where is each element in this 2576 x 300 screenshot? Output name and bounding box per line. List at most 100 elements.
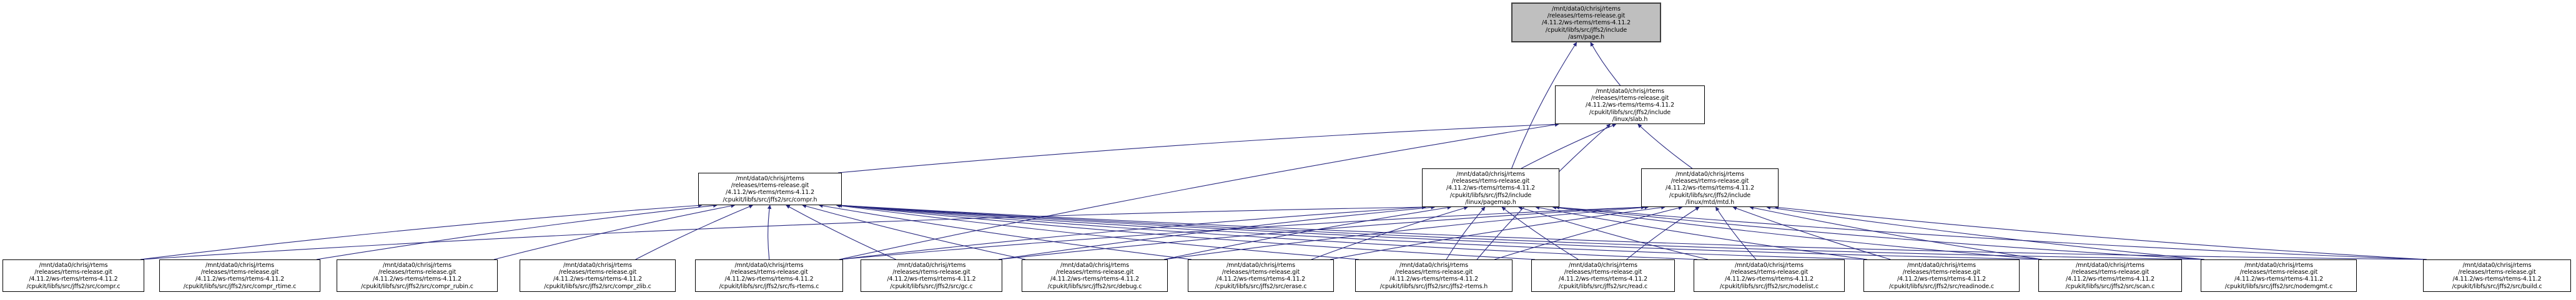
graph-node-line: /cpukit/libfs/src/jffs2/src/nodelist.c [1719,283,1819,290]
graph-node-line: /cpukit/libfs/src/jffs2/include [1669,191,1751,199]
graph-node-line: /mnt/data0/chrisj/rtems [1675,171,1744,178]
graph-node-line: /releases/rtems-release.git [731,182,809,190]
graph-node-src-jffs2-rtems-h[interactable]: /mnt/data0/chrisj/rtems/releases/rtems-r… [1355,259,1513,292]
graph-node-src-erase-c[interactable]: /mnt/data0/chrisj/rtems/releases/rtems-r… [1188,259,1334,292]
graph-edge-src-compr-c-to-linux-pagemap-h [140,205,1426,260]
graph-node-line: /cpukit/libfs/src/jffs2/src/compr.c [26,283,121,290]
graph-edge-src-compr-h-to-linux-slab-h [837,122,1559,173]
graph-node-line: /mnt/data0/chrisj/rtems [1399,262,1468,269]
graph-node-line: /mnt/data0/chrisj/rtems [1551,6,1621,12]
graph-node-line: /releases/rtems-release.git [34,269,112,276]
graph-node-line: /cpukit/libfs/src/jffs2/src/compr_zlib.c [544,283,651,290]
graph-edge-src-jffs2-rtems-h-to-linux-mtd-mtd-h [1494,206,1683,260]
graph-node-src-scan-c[interactable]: /mnt/data0/chrisj/rtems/releases/rtems-r… [2038,259,2182,292]
graph-node-line: /releases/rtems-release.git [2239,269,2318,276]
graph-node-src-compr-rubin-c[interactable]: /mnt/data0/chrisj/rtems/releases/rtems-r… [337,259,498,292]
graph-node-line: /4.11.2/ws-rtems/rtems-4.11.2 [1665,185,1755,192]
graph-edge-src-erase-c-to-src-compr-h [818,203,1192,260]
graph-edge-linux-pagemap-h-to-linux-slab-h [1521,123,1617,169]
graph-node-line: /4.11.2/ws-rtems/rtems-4.11.2 [29,276,118,283]
graph-node-line: /cpukit/libfs/src/jffs2/src/nodemgmt.c [2224,283,2333,290]
graph-node-line: /cpukit/libfs/src/jffs2/src/compr_rtime.… [183,283,297,290]
graph-node-line: /4.11.2/ws-rtems/rtems-4.11.2 [2065,276,2155,283]
graph-node-line: /releases/rtems-release.git [378,269,456,276]
graph-node-line: /releases/rtems-release.git [2458,269,2536,276]
graph-node-line: /4.11.2/ws-rtems/rtems-4.11.2 [1724,276,1814,283]
graph-edge-linux-mtd-mtd-h-to-linux-slab-h [1637,123,1693,169]
graph-node-line: /mnt/data0/chrisj/rtems [39,262,108,269]
graph-node-line: /linux/slab.h [1612,115,1648,123]
graph-edge-src-compr-rubin-c-to-src-compr-h [493,203,736,260]
graph-edge-src-scan-c-to-linux-pagemap-h [1552,205,2043,260]
graph-node-src-compr-h[interactable]: /mnt/data0/chrisj/rtems/releases/rtems-r… [698,173,842,205]
graph-node-line: /mnt/data0/chrisj/rtems [897,262,966,269]
graph-node-line: /releases/rtems-release.git [730,269,808,276]
graph-edge-src-nodemgmt-c-to-src-compr-h [837,203,2205,260]
graph-edge-src-gc-c-to-src-compr-h [786,205,896,260]
graph-edge-src-nodelist-c-to-linux-pagemap-h [1517,206,1709,260]
graph-edge-src-build-c-to-linux-mtd-mtd-h [1774,205,2427,260]
graph-node-line: /mnt/data0/chrisj/rtems [1595,88,1664,95]
graph-edge-src-nodemgmt-c-to-linux-pagemap-h [1555,205,2205,260]
graph-edge-src-jffs2-rtems-h-to-src-compr-h [836,203,1360,260]
graph-node-line: /releases/rtems-release.git [1730,269,1809,276]
graph-node-linux-mtd-mtd-h[interactable]: /mnt/data0/chrisj/rtems/releases/rtems-r… [1641,168,1779,207]
graph-node-linux-slab-h[interactable]: /mnt/data0/chrisj/rtems/releases/rtems-r… [1555,85,1705,124]
graph-edge-src-build-c-to-src-compr-h [837,203,2427,260]
graph-node-line: /cpukit/libfs/src/jffs2/src/readinode.c [1888,283,1995,290]
graph-node-src-gc-c[interactable]: /mnt/data0/chrisj/rtems/releases/rtems-r… [861,259,1002,292]
graph-node-line: /mnt/data0/chrisj/rtems [2244,262,2313,269]
graph-node-line: /4.11.2/ws-rtems/rtems-4.11.2 [725,189,815,196]
graph-node-line: /4.11.2/ws-rtems/rtems-4.11.2 [2234,276,2324,283]
graph-node-line: /4.11.2/ws-rtems/rtems-4.11.2 [553,276,643,283]
graph-node-src-nodemgmt-c[interactable]: /mnt/data0/chrisj/rtems/releases/rtems-r… [2201,259,2357,292]
graph-edge-src-compr-c-to-src-compr-h [140,203,703,260]
graph-node-line: /releases/rtems-release.git [1547,12,1626,20]
graph-node-line: /releases/rtems-release.git [892,269,970,276]
graph-node-line: /4.11.2/ws-rtems/rtems-4.11.2 [1446,185,1536,192]
graph-node-line: /4.11.2/ws-rtems/rtems-4.11.2 [1216,276,1306,283]
graph-node-asm-page-h[interactable]: /mnt/data0/chrisj/rtems/releases/rtems-r… [1511,2,1661,42]
graph-node-src-fs-rtems-c[interactable]: /mnt/data0/chrisj/rtems/releases/rtems-r… [695,259,843,292]
graph-edge-src-nodelist-c-to-linux-mtd-mtd-h [1715,206,1757,260]
graph-node-src-compr-c[interactable]: /mnt/data0/chrisj/rtems/releases/rtems-r… [2,259,144,292]
graph-node-line: /cpukit/libfs/src/jffs2/src/compr.h [723,196,817,203]
graph-node-src-readinode-c[interactable]: /mnt/data0/chrisj/rtems/releases/rtems-r… [1863,259,2020,292]
graph-node-line: /releases/rtems-release.git [1670,178,1749,185]
graph-edge-src-nodemgmt-c-to-linux-mtd-mtd-h [1766,205,2205,260]
graph-node-line: /mnt/data0/chrisj/rtems [734,262,804,269]
graph-node-line: /mnt/data0/chrisj/rtems [2075,262,2144,269]
graph-node-linux-pagemap-h[interactable]: /mnt/data0/chrisj/rtems/releases/rtems-r… [1422,168,1559,207]
graph-node-src-compr-zlib-c[interactable]: /mnt/data0/chrisj/rtems/releases/rtems-r… [520,259,676,292]
graph-node-src-build-c[interactable]: /mnt/data0/chrisj/rtems/releases/rtems-r… [2423,259,2571,292]
graph-edge-src-gc-c-to-linux-mtd-mtd-h [998,205,1646,260]
graph-node-line: /cpukit/libfs/src/jffs2/src/erase.c [1215,283,1307,290]
graph-node-line: /mnt/data0/chrisj/rtems [2462,262,2532,269]
graph-edge-src-fs-rtems-c-to-linux-pagemap-h [839,205,1426,260]
graph-node-line: /cpukit/libfs/src/jffs2/src/jffs2-rtems.… [1379,283,1488,290]
graph-node-src-compr-rtime-c[interactable]: /mnt/data0/chrisj/rtems/releases/rtems-r… [159,259,320,292]
graph-node-line: /4.11.2/ws-rtems/rtems-4.11.2 [372,276,462,283]
graph-edge-src-fs-rtems-c-to-linux-mtd-mtd-h [839,205,1646,260]
graph-node-line: /releases/rtems-release.git [1451,178,1530,185]
graph-node-line: /cpukit/libfs/src/jffs2/src/read.c [1558,283,1648,290]
graph-node-src-debug-c[interactable]: /mnt/data0/chrisj/rtems/releases/rtems-r… [1022,259,1168,292]
graph-node-line: /releases/rtems-release.git [200,269,279,276]
graph-node-line: /cpukit/libfs/src/jffs2/src/debug.c [1047,283,1142,290]
graph-edge-src-read-c-to-src-compr-h [837,203,1536,260]
graph-node-line: /cpukit/libfs/src/jffs2/src/build.c [2452,283,2542,290]
graph-node-line: /releases/rtems-release.git [1902,269,1981,276]
graph-edge-src-compr-zlib-c-to-src-compr-h [635,205,754,260]
graph-node-line: /releases/rtems-release.git [558,269,637,276]
graph-node-line: /4.11.2/ws-rtems/rtems-4.11.2 [1389,276,1479,283]
graph-node-line: /4.11.2/ws-rtems/rtems-4.11.2 [1897,276,1986,283]
graph-node-line: /cpukit/libfs/src/jffs2/src/gc.c [890,283,973,290]
graph-node-line: /4.11.2/ws-rtems/rtems-4.11.2 [1558,276,1648,283]
graph-node-src-nodelist-c[interactable]: /mnt/data0/chrisj/rtems/releases/rtems-r… [1694,259,1845,292]
graph-node-line: /cpukit/libfs/src/jffs2/src/fs-rtems.c [719,283,819,290]
graph-node-src-read-c[interactable]: /mnt/data0/chrisj/rtems/releases/rtems-r… [1531,259,1675,292]
graph-edge-src-scan-c-to-src-compr-h [837,203,2043,260]
graph-edge-src-debug-c-to-linux-mtd-mtd-h [1163,205,1649,260]
